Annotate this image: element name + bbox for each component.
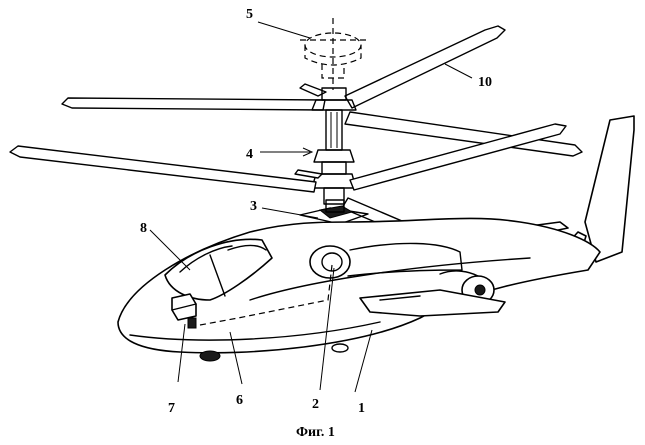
label-8: 8 bbox=[140, 221, 147, 236]
label-10: 10 bbox=[478, 75, 492, 90]
figure-caption: Фиг. 1 bbox=[296, 425, 335, 440]
mast-top-device bbox=[300, 18, 366, 90]
label-3: 3 bbox=[250, 199, 257, 214]
label-1: 1 bbox=[358, 401, 365, 416]
label-4: 4 bbox=[246, 147, 253, 162]
label-7: 7 bbox=[168, 401, 175, 416]
label-2: 2 bbox=[312, 397, 319, 412]
label-6: 6 bbox=[236, 393, 243, 408]
label-5: 5 bbox=[246, 7, 253, 22]
